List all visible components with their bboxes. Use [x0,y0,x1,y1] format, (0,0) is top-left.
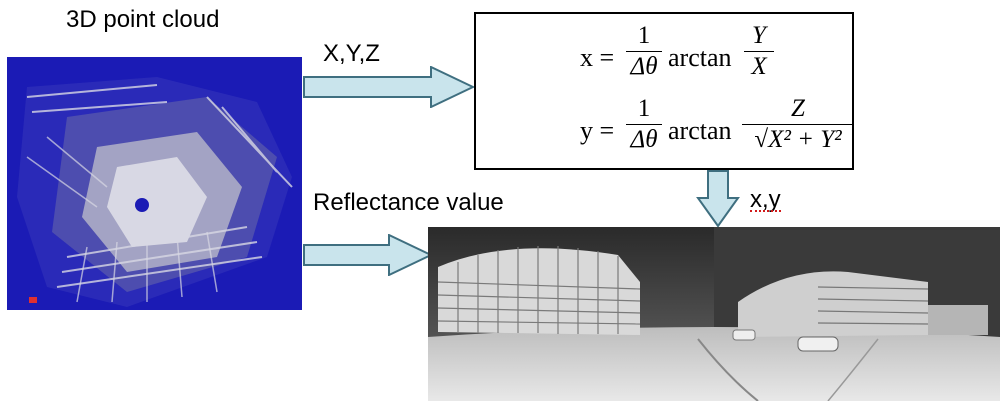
eq1-coef-num: 1 [637,22,651,49]
xyz-label: X,Y,Z [323,40,380,67]
eq1-fraction: Y X [744,22,774,81]
eq1-coef-den: Δθ [630,53,658,80]
eq2-coef-den: Δθ [630,126,658,153]
formula-box: x = 1 Δθ arctan Y X y = 1 Δθ arctan Z √X… [474,12,854,170]
eq2-fraction: Z √X² + Y² [742,95,854,154]
eq2-num: Z [791,95,805,122]
arrow-reflectance [303,234,433,276]
eq1-lhs: x = [580,43,615,72]
reflectance-label: Reflectance value [313,189,504,216]
eq2-coefficient: 1 Δθ [626,95,662,154]
point-cloud-image [7,57,302,310]
eq2-func: arctan [668,116,732,145]
eq2-coef-num: 1 [637,95,651,122]
arrow-xyz [303,66,475,108]
eq1-func: arctan [668,43,732,72]
arrow-xy-down [696,170,740,228]
eq2-lhs: y = [580,116,615,145]
eq2-den: √X² + Y² [754,126,842,153]
point-cloud-title: 3D point cloud [66,6,220,33]
xy-label: x,y [750,186,781,213]
reflectance-panorama-image [428,227,1000,401]
eq1-coefficient: 1 Δθ [626,22,662,81]
eq1-den: X [751,53,767,80]
eq1-num: Y [752,22,766,49]
